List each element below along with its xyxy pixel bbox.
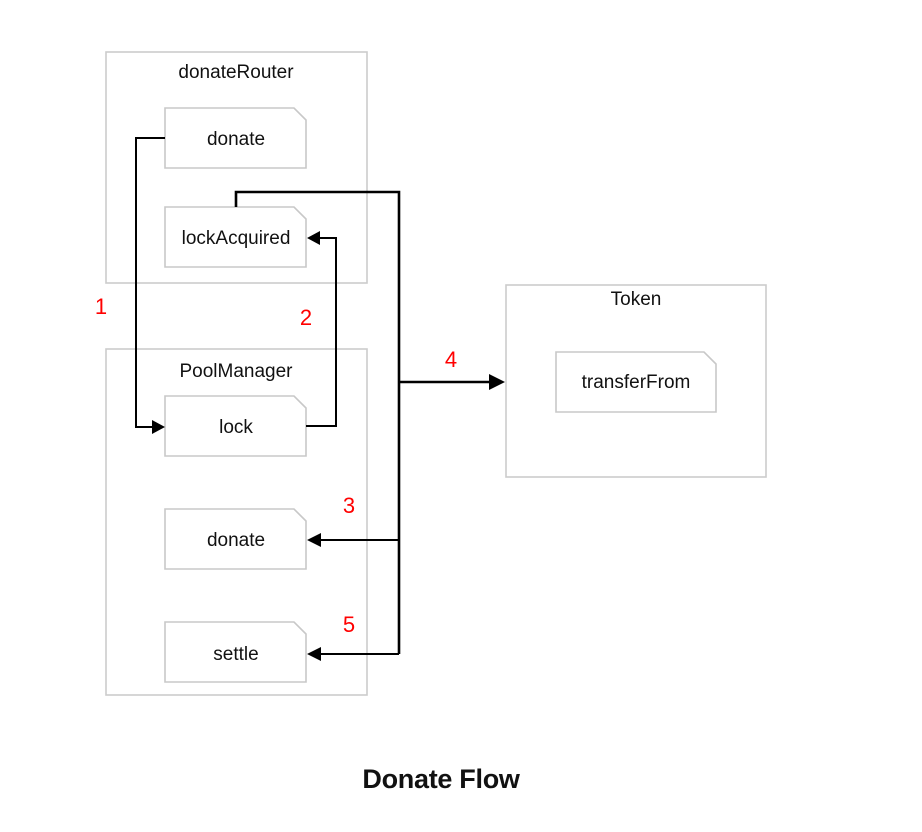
pool-lock-node: lock <box>164 395 307 457</box>
edge-step-1 <box>135 137 165 434</box>
router-donate-label: donate <box>207 129 265 150</box>
step-2-label: 2 <box>300 305 312 330</box>
pool-lock-label: lock <box>219 417 253 438</box>
pool-settle-node: settle <box>164 621 307 683</box>
token-title: Token <box>611 289 662 310</box>
pool-manager-title: PoolManager <box>179 361 293 382</box>
token-transfer-from-label: transferFrom <box>582 372 691 393</box>
router-donate-node: donate <box>164 107 307 169</box>
step-1-label: 1 <box>95 294 107 319</box>
router-lock-acquired-node: lockAcquired <box>164 206 307 268</box>
pool-donate-label: donate <box>207 530 265 551</box>
edge-lock-acquired-trunk <box>234 190 401 654</box>
router-lock-acquired-label: lockAcquired <box>182 228 291 249</box>
step-5-label: 5 <box>343 612 355 637</box>
token-transfer-from-node: transferFrom <box>555 351 717 413</box>
edge-step-3 <box>307 533 399 547</box>
diagram-caption: Donate Flow <box>362 764 520 794</box>
donate-router-title: donateRouter <box>178 62 294 83</box>
step-3-label: 3 <box>343 493 355 518</box>
pool-donate-node: donate <box>164 508 307 570</box>
pool-settle-label: settle <box>213 644 258 665</box>
edge-step-4 <box>399 374 505 390</box>
edge-step-2 <box>306 231 337 427</box>
edge-step-5 <box>307 647 399 661</box>
step-4-label: 4 <box>445 347 457 372</box>
